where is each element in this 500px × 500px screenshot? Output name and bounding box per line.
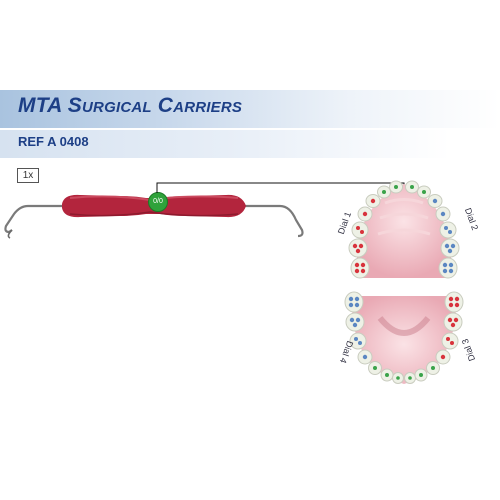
right-tip xyxy=(244,204,304,238)
quantity-box: 1x xyxy=(17,168,39,183)
left-tip xyxy=(4,204,62,234)
lower-jaw-diagram xyxy=(344,291,464,384)
page-title: MTA SURGICAL CARRIERS xyxy=(18,94,242,118)
title-initial-c: C xyxy=(157,94,174,117)
ref-band xyxy=(0,130,500,158)
carrier-instrument xyxy=(4,194,304,239)
upper-teeth xyxy=(348,180,460,279)
lower-gum xyxy=(351,296,457,384)
reference-number: REF A 0408 xyxy=(18,134,89,149)
title-band xyxy=(0,90,500,128)
size-badge: 0/0 xyxy=(148,192,168,212)
lower-teeth xyxy=(344,291,464,384)
upper-jaw-diagram xyxy=(348,180,460,279)
title-rest-arriers: ARRIERS xyxy=(173,99,243,116)
title-initial-s: S xyxy=(67,94,83,117)
title-rest-urgical: URGICAL xyxy=(82,99,152,116)
title-word-mta: MTA xyxy=(18,94,62,117)
